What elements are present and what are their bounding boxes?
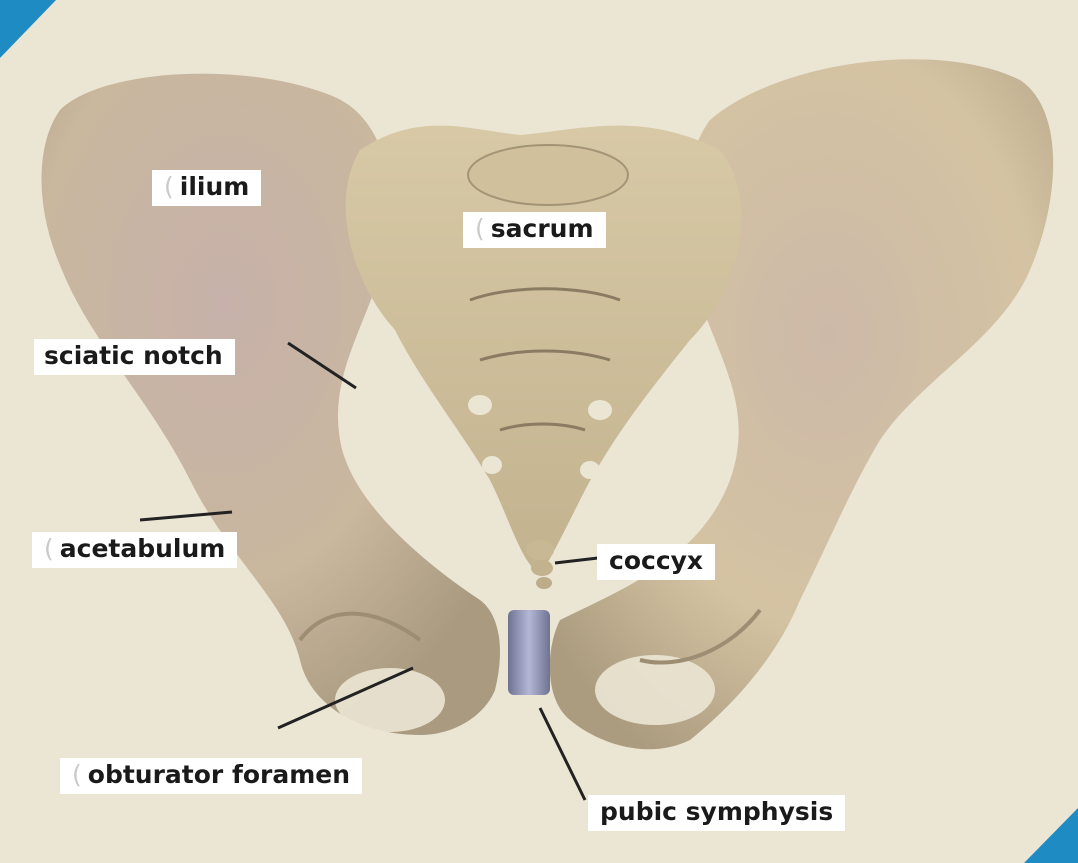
corner-accent-bottom-right [1024, 808, 1078, 863]
label-acetabulum: (acetabulum [32, 532, 237, 568]
pubic-symphysis-cartilage [508, 610, 550, 695]
label-obturator-foramen: (obturator foramen [60, 758, 362, 794]
label-ilium: (ilium [152, 170, 261, 206]
label-sciatic-notch: sciatic notch [34, 339, 235, 375]
label-sacrum: (sacrum [463, 212, 606, 248]
corner-accent-top-left [0, 0, 56, 58]
label-coccyx: coccyx [597, 544, 715, 580]
sacrum-bone [346, 126, 742, 575]
coccyx-line [555, 558, 598, 563]
label-pubic-symphysis: pubic symphysis [588, 795, 845, 831]
